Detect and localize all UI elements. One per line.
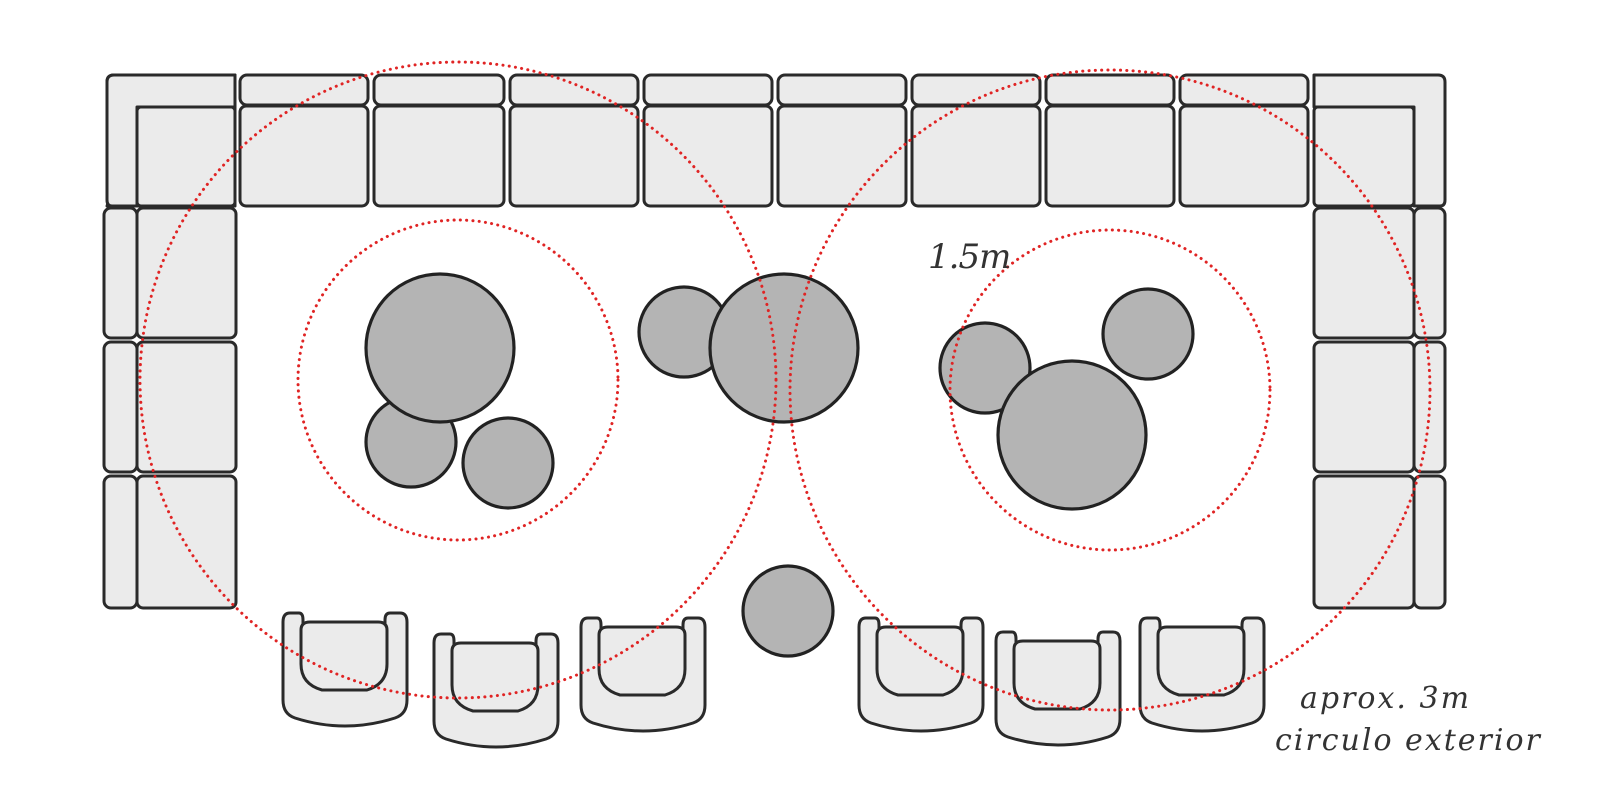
annotations: 1.5m aprox. 3m circulo exterior bbox=[928, 237, 1542, 758]
zone-inner-left bbox=[296, 218, 620, 542]
sofa-corner-left bbox=[105, 73, 237, 208]
zone-outer-right bbox=[788, 68, 1432, 712]
table-left-large bbox=[364, 272, 516, 424]
zone-inner-right bbox=[948, 228, 1272, 552]
outer-label-line-2: circulo exterior bbox=[1275, 723, 1542, 758]
table-bottom-center bbox=[741, 564, 835, 658]
inner-radius-label: 1.5m bbox=[928, 237, 1010, 277]
table-center-large bbox=[708, 272, 860, 424]
zone-outer-left bbox=[138, 60, 778, 700]
armchair-6 bbox=[1138, 616, 1266, 733]
tables bbox=[364, 272, 1195, 658]
sofa-column-left bbox=[102, 206, 238, 610]
armchair-3 bbox=[579, 616, 707, 733]
armchair-4 bbox=[857, 616, 985, 733]
armchair-5 bbox=[994, 630, 1122, 747]
sofa-seat-row-top bbox=[238, 104, 1310, 208]
armchair-1 bbox=[281, 611, 409, 728]
modular-sofa bbox=[102, 73, 1447, 610]
outer-label-line-1: aprox. 3m bbox=[1300, 681, 1471, 716]
table-left-small-2 bbox=[461, 416, 555, 510]
table-right-large bbox=[996, 359, 1148, 511]
armchair-2 bbox=[432, 632, 560, 749]
sofa-corner-right bbox=[1312, 73, 1447, 208]
table-right-small-2 bbox=[1101, 287, 1195, 381]
zone-circles bbox=[138, 60, 1432, 712]
sofa-back-row-top bbox=[105, 73, 1446, 109]
table-right-small-1 bbox=[938, 321, 1032, 415]
sofa-column-right bbox=[1312, 206, 1447, 610]
